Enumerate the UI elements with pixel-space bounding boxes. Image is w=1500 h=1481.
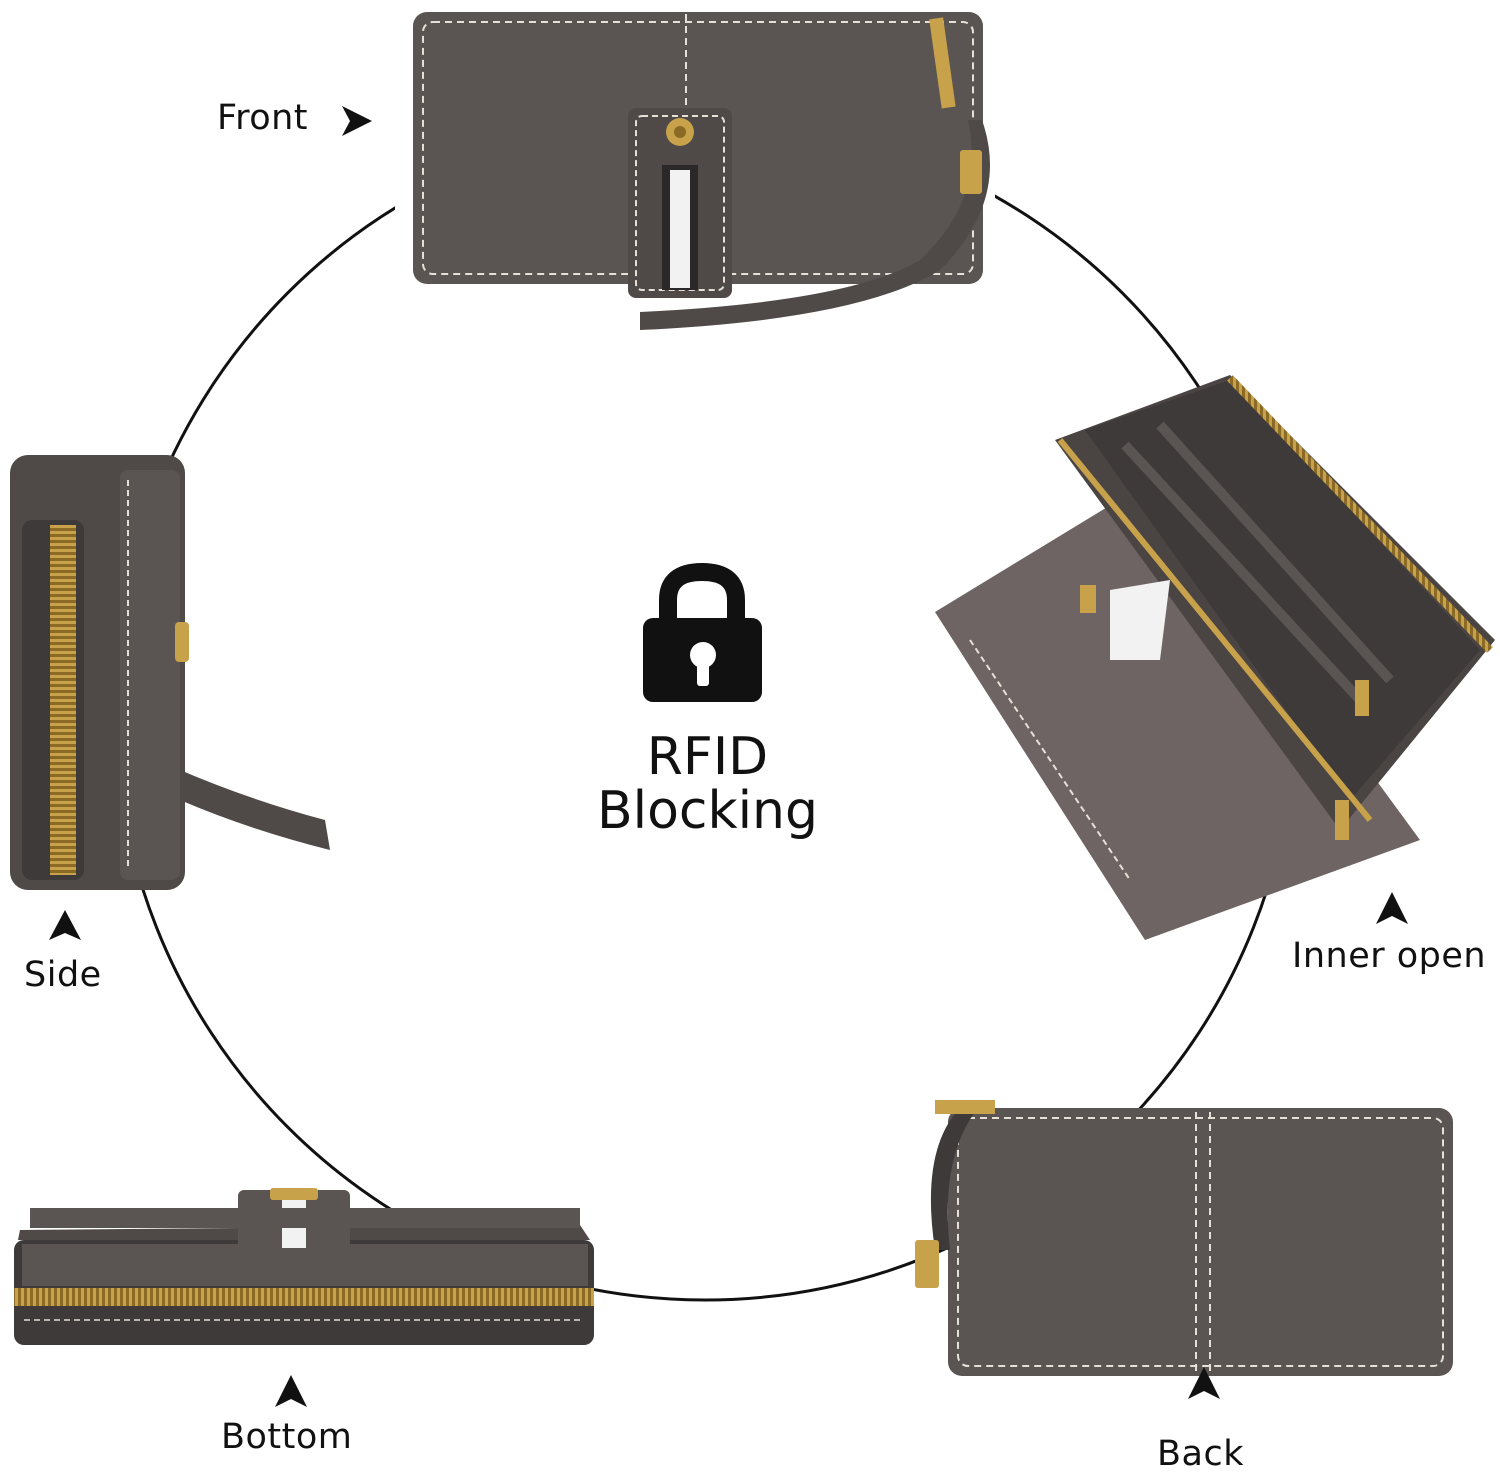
flower-clasp-icon	[666, 118, 694, 146]
back-wallet-image	[915, 1100, 1453, 1376]
rfid-title-line2: Blocking	[596, 781, 819, 841]
front-wallet-image	[395, 0, 995, 330]
label-inner-open: Inner open	[1292, 936, 1487, 976]
rfid-title-line1: RFID	[646, 727, 769, 787]
arrow-up-icon	[49, 910, 81, 940]
label-side: Side	[24, 955, 102, 995]
label-front: Front	[217, 98, 309, 138]
side-wallet-image	[10, 455, 330, 890]
arrow-right-icon	[342, 106, 372, 136]
lock-icon	[643, 562, 762, 702]
label-back: Back	[1157, 1434, 1244, 1474]
bottom-wallet-image	[14, 1188, 594, 1345]
arrow-up-icon	[1188, 1367, 1220, 1399]
inner-open-wallet-image	[935, 375, 1495, 940]
zipper-pull-icon	[960, 150, 982, 194]
arrow-up-icon	[275, 1375, 307, 1407]
label-bottom: Bottom	[221, 1417, 353, 1457]
arrow-up-icon	[1376, 892, 1408, 924]
